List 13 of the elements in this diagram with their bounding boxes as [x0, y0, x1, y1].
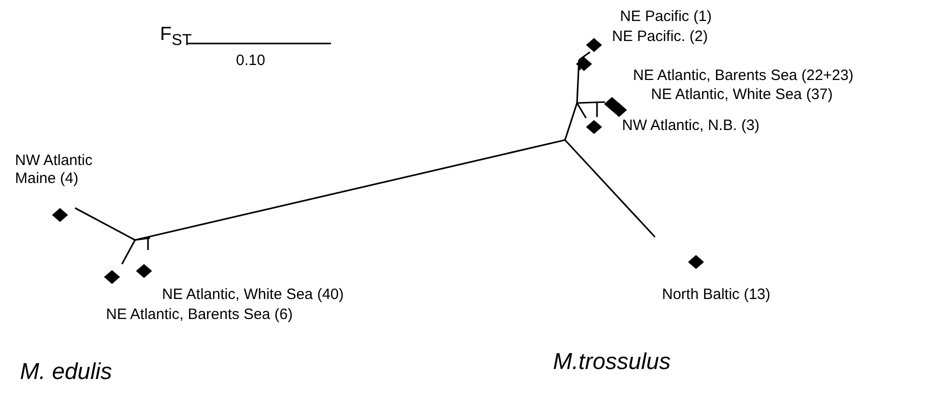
species-label: M.trossulus — [553, 352, 671, 370]
taxon-label: NE Atlantic, Barents Sea (6) — [106, 306, 293, 324]
taxon-label: NW Atlantic, N.B. (3) — [622, 117, 760, 135]
species-label: M. edulis — [20, 362, 112, 380]
taxon-label: NE Pacific. (2) — [612, 28, 708, 46]
taxon-label: NE Atlantic, White Sea (37) — [651, 86, 833, 104]
scale-label: F$_{ST}$ — [160, 26, 192, 50]
scale-value: 0.10 — [236, 52, 266, 70]
taxon-label: North Baltic (13) — [662, 286, 770, 304]
taxon-label: NE Atlantic, Barents Sea (22+23) — [633, 67, 854, 85]
taxon-label: NE Atlantic, White Sea (40) — [162, 286, 344, 304]
taxon-label: NE Pacific (1) — [620, 8, 712, 26]
taxon-label: NW Atlantic Maine (4) — [15, 152, 94, 188]
